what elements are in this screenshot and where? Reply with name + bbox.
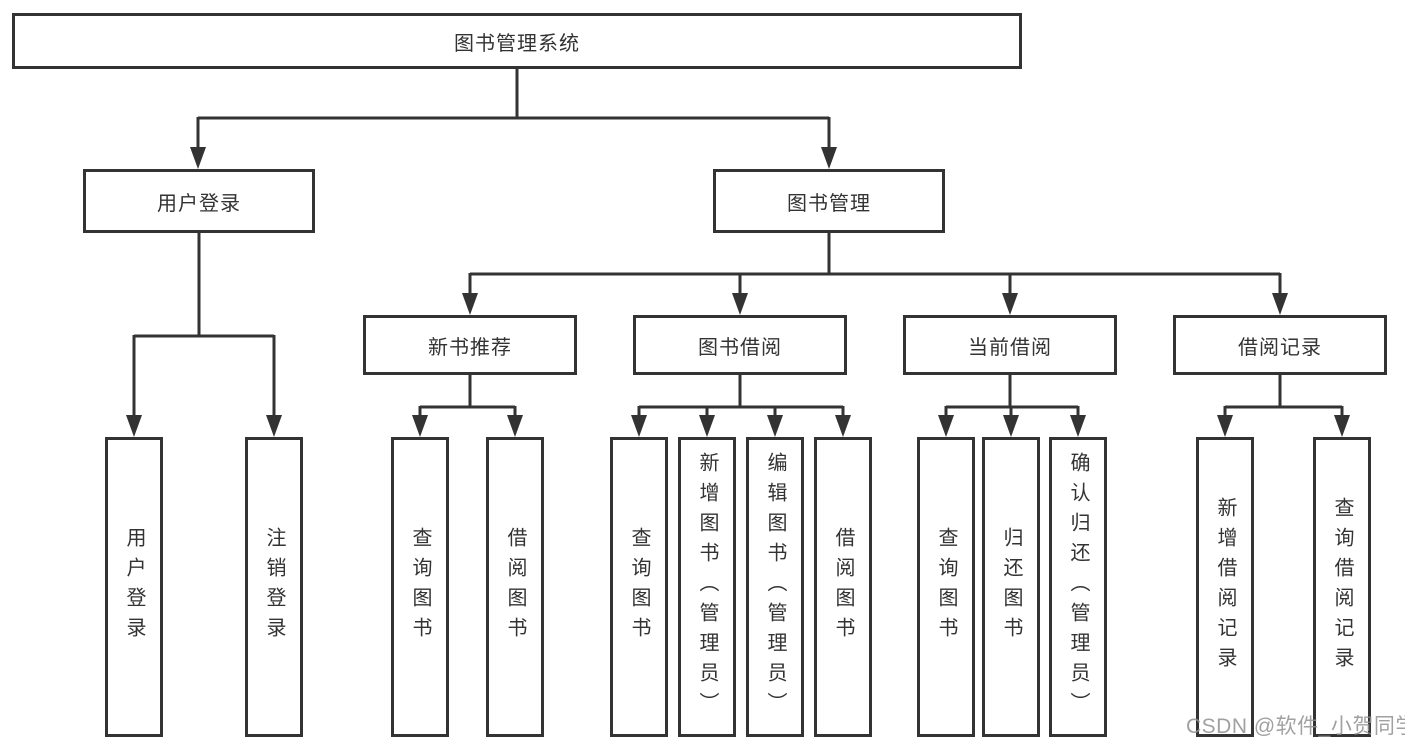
leaf-add-books-admin-label: 新增图书（管理员） — [696, 452, 718, 722]
leaf-logout: 注销登录 — [245, 437, 303, 737]
leaf-add-borrow-record-label: 新增借阅记录 — [1214, 497, 1236, 677]
leaf-newbook-query-books: 查询图书 — [391, 437, 449, 737]
leaf-user-login-label: 用户登录 — [123, 527, 145, 647]
leaf-return-books: 归还图书 — [982, 437, 1040, 737]
leaf-confirm-return-admin-label: 确认归还（管理员） — [1067, 452, 1089, 722]
node-current-borrow-label: 当前借阅 — [968, 336, 1052, 359]
leaf-return-books-label: 归还图书 — [1000, 527, 1022, 647]
leaf-current-query-books-label: 查询图书 — [935, 527, 957, 647]
leaf-borrow-query-books-label: 查询图书 — [628, 527, 650, 647]
node-user-login: 用户登录 — [83, 169, 315, 233]
csdn-watermark: CSDN @软件_小贺同学 — [1186, 715, 1405, 738]
node-new-book-recommend: 新书推荐 — [363, 315, 577, 375]
node-borrow-records: 借阅记录 — [1173, 315, 1387, 375]
node-user-login-label: 用户登录 — [157, 192, 241, 215]
leaf-current-query-books: 查询图书 — [917, 437, 975, 737]
leaf-borrow-books-label: 借阅图书 — [832, 527, 854, 647]
node-book-borrow: 图书借阅 — [633, 315, 847, 375]
node-book-borrow-label: 图书借阅 — [698, 336, 782, 359]
leaf-borrow-books: 借阅图书 — [814, 437, 872, 737]
node-library-system: 图书管理系统 — [12, 13, 1022, 69]
leaf-newbook-borrow-books-label: 借阅图书 — [504, 527, 526, 647]
node-book-management-label: 图书管理 — [787, 192, 871, 215]
leaf-add-books-admin: 新增图书（管理员） — [678, 437, 736, 737]
leaf-query-borrow-record-label: 查询借阅记录 — [1331, 497, 1353, 677]
leaf-add-borrow-record: 新增借阅记录 — [1196, 437, 1254, 737]
leaf-newbook-query-books-label: 查询图书 — [409, 527, 431, 647]
node-borrow-records-label: 借阅记录 — [1238, 336, 1322, 359]
leaf-user-login: 用户登录 — [105, 437, 163, 737]
leaf-edit-books-admin: 编辑图书（管理员） — [746, 437, 804, 737]
leaf-confirm-return-admin: 确认归还（管理员） — [1049, 437, 1107, 737]
node-library-system-label: 图书管理系统 — [454, 32, 580, 55]
leaf-query-borrow-record: 查询借阅记录 — [1313, 437, 1371, 737]
leaf-edit-books-admin-label: 编辑图书（管理员） — [764, 452, 786, 722]
arrowheads — [126, 147, 1350, 437]
leaf-borrow-query-books: 查询图书 — [610, 437, 668, 737]
node-current-borrow: 当前借阅 — [903, 315, 1117, 375]
node-book-management: 图书管理 — [713, 169, 945, 233]
leaf-newbook-borrow-books: 借阅图书 — [486, 437, 544, 737]
node-new-book-recommend-label: 新书推荐 — [428, 336, 512, 359]
leaf-logout-label: 注销登录 — [263, 527, 285, 647]
